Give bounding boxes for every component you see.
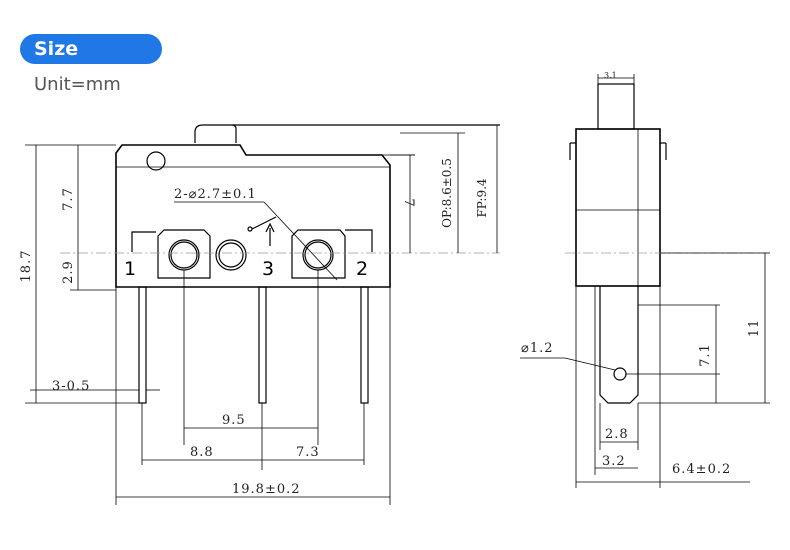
dim-8-8: 8.8 [190,445,214,460]
hole-3-inner [218,242,244,268]
hole-2-inner [304,241,332,269]
pin-2 [360,286,369,404]
dim-pin-width: 3-0.5 [52,379,90,394]
size-badge-label: Size [34,38,79,60]
pin-label-2: 2 [356,258,368,280]
side-pin-hole [613,367,627,381]
hole-note: 2-⌀2.7±0.1 [174,187,257,202]
switch-body [115,144,391,288]
contact-point [247,226,253,232]
hole-2-outer [302,239,334,271]
dim-fp: FP:9.4 [475,178,489,217]
dim-hole: ⌀1.2 [521,341,554,356]
dim-7: 7 [401,198,416,207]
plunger [597,83,635,130]
unit-label: Unit=mm [34,74,121,95]
mount-hole [146,151,166,171]
side-pin [599,286,639,404]
dim-7-7: 7.7 [61,187,76,211]
side-body [575,128,661,287]
dim-11: 11 [747,319,762,338]
contact-blade [251,216,277,230]
bracket-2 [345,229,373,252]
bracket-1 [131,231,156,252]
dim-op: OP:8.6±0.5 [440,158,454,228]
actuator-arrow [265,222,275,233]
dim-7-3: 7.3 [296,445,320,460]
hole-callout-leader [564,357,616,371]
size-badge [20,34,162,64]
dim-7-1: 7.1 [698,343,713,367]
terminal-1-pad [157,229,211,279]
dim-9-5: 9.5 [222,413,246,428]
dim-2-9: 2.9 [61,260,76,284]
side-view: 3.1 ⌀1.2 2.8 3.2 6.4±0.2 7.1 11 [520,71,770,488]
dim-6-4: 6.4±0.2 [672,462,731,477]
front-view: 1 3 2 2-⌀2.7±0.1 3-0.5 9.5 8.8 7.3 19.8±… [19,124,500,505]
hole-1-outer [168,239,200,271]
dim-3-1: 3.1 [604,71,617,80]
dim-2-8: 2.8 [605,427,629,442]
dim-18-7: 18.7 [19,250,34,283]
dim-19-8: 19.8±0.2 [232,482,301,497]
lever [194,124,237,143]
dim-3-2: 3.2 [602,454,626,469]
callout-leader [263,201,338,281]
pin-3 [258,286,267,404]
pin-label-1: 1 [124,258,136,280]
hole-3-outer [215,239,247,271]
terminal-2-pad [291,229,346,279]
pin-1 [138,286,147,404]
hole-1-inner [170,241,198,269]
pin-label-3: 3 [262,258,274,280]
